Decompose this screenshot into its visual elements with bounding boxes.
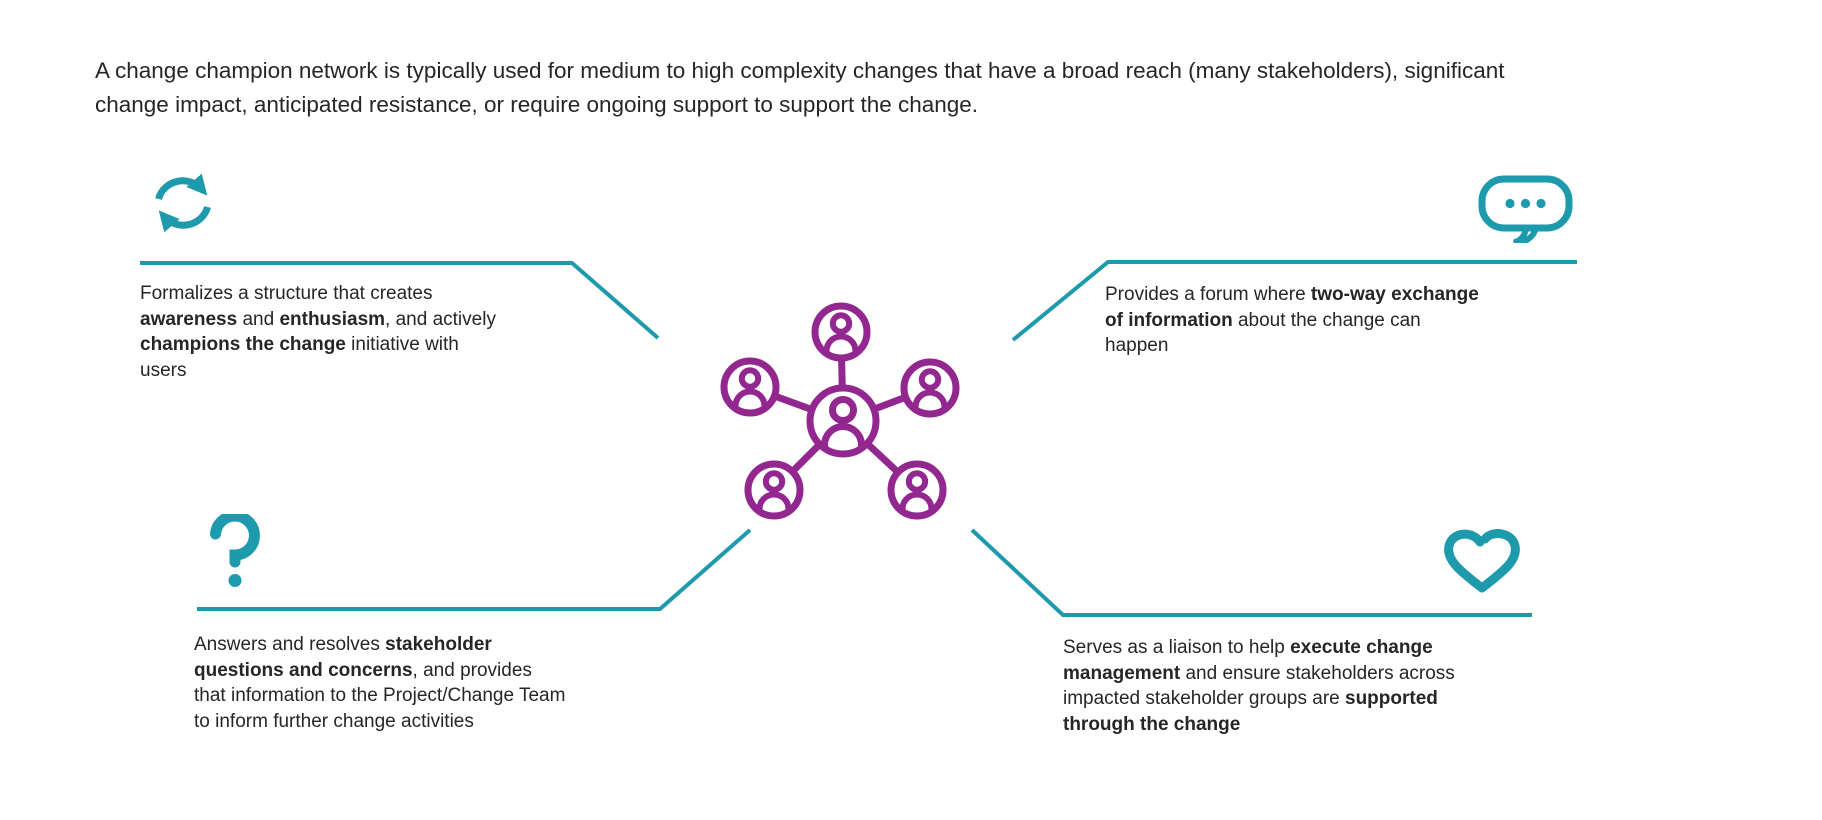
tip-text-line: Provides a forum where two-way exchange: [1105, 284, 1479, 305]
speech-bubble-icon: [1478, 175, 1573, 243]
heart-icon: [1444, 529, 1520, 593]
tip-text-answers: Answers and resolves stakeholder question…: [194, 632, 644, 734]
tip-text-line: Formalizes a structure that creates: [140, 283, 433, 304]
tip-text-line: happen: [1105, 335, 1169, 356]
tip-text-line: Answers and resolves stakeholder: [194, 634, 492, 655]
question-mark-icon: [208, 514, 262, 592]
intro-paragraph: A change champion network is typically u…: [95, 54, 1745, 122]
tip-text-line: management and ensure stakeholders acros…: [1063, 662, 1455, 684]
tip-text-line: awareness and enthusiasm, and actively: [140, 308, 496, 330]
intro-line-1: A change champion network is typically u…: [95, 58, 1505, 83]
tip-text-formalizes: Formalizes a structure that creates aware…: [140, 281, 570, 383]
tip-text-line: questions and concerns, and provides: [194, 659, 532, 681]
tip-text-line: through the change: [1063, 713, 1241, 735]
connector-top-right: [1011, 260, 1577, 342]
connector-bottom-left: [197, 528, 752, 611]
tip-text-line: of information about the change can: [1105, 309, 1421, 331]
connector-top-left: [140, 261, 660, 340]
people-network-icon: [700, 295, 980, 525]
tip-text-liaison: Serves as a liaison to help execute chan…: [1063, 635, 1523, 737]
sync-arrows-icon: [147, 170, 219, 236]
tip-text-forum: Provides a forum where two-way exchange o…: [1105, 282, 1545, 359]
intro-line-2: change impact, anticipated resistance, o…: [95, 92, 979, 117]
tip-text-line: that information to the Project/Change T…: [194, 685, 566, 706]
connector-bottom-right: [970, 528, 1532, 617]
tip-text-line: users: [140, 359, 187, 381]
tip-text-line: to inform further change activities: [194, 710, 474, 732]
tip-text-line: Serves as a liaison to help execute chan…: [1063, 637, 1433, 658]
tip-text-line: champions the change initiative with: [140, 334, 459, 355]
tip-text-line: impacted stakeholder groups are supporte…: [1063, 688, 1438, 709]
